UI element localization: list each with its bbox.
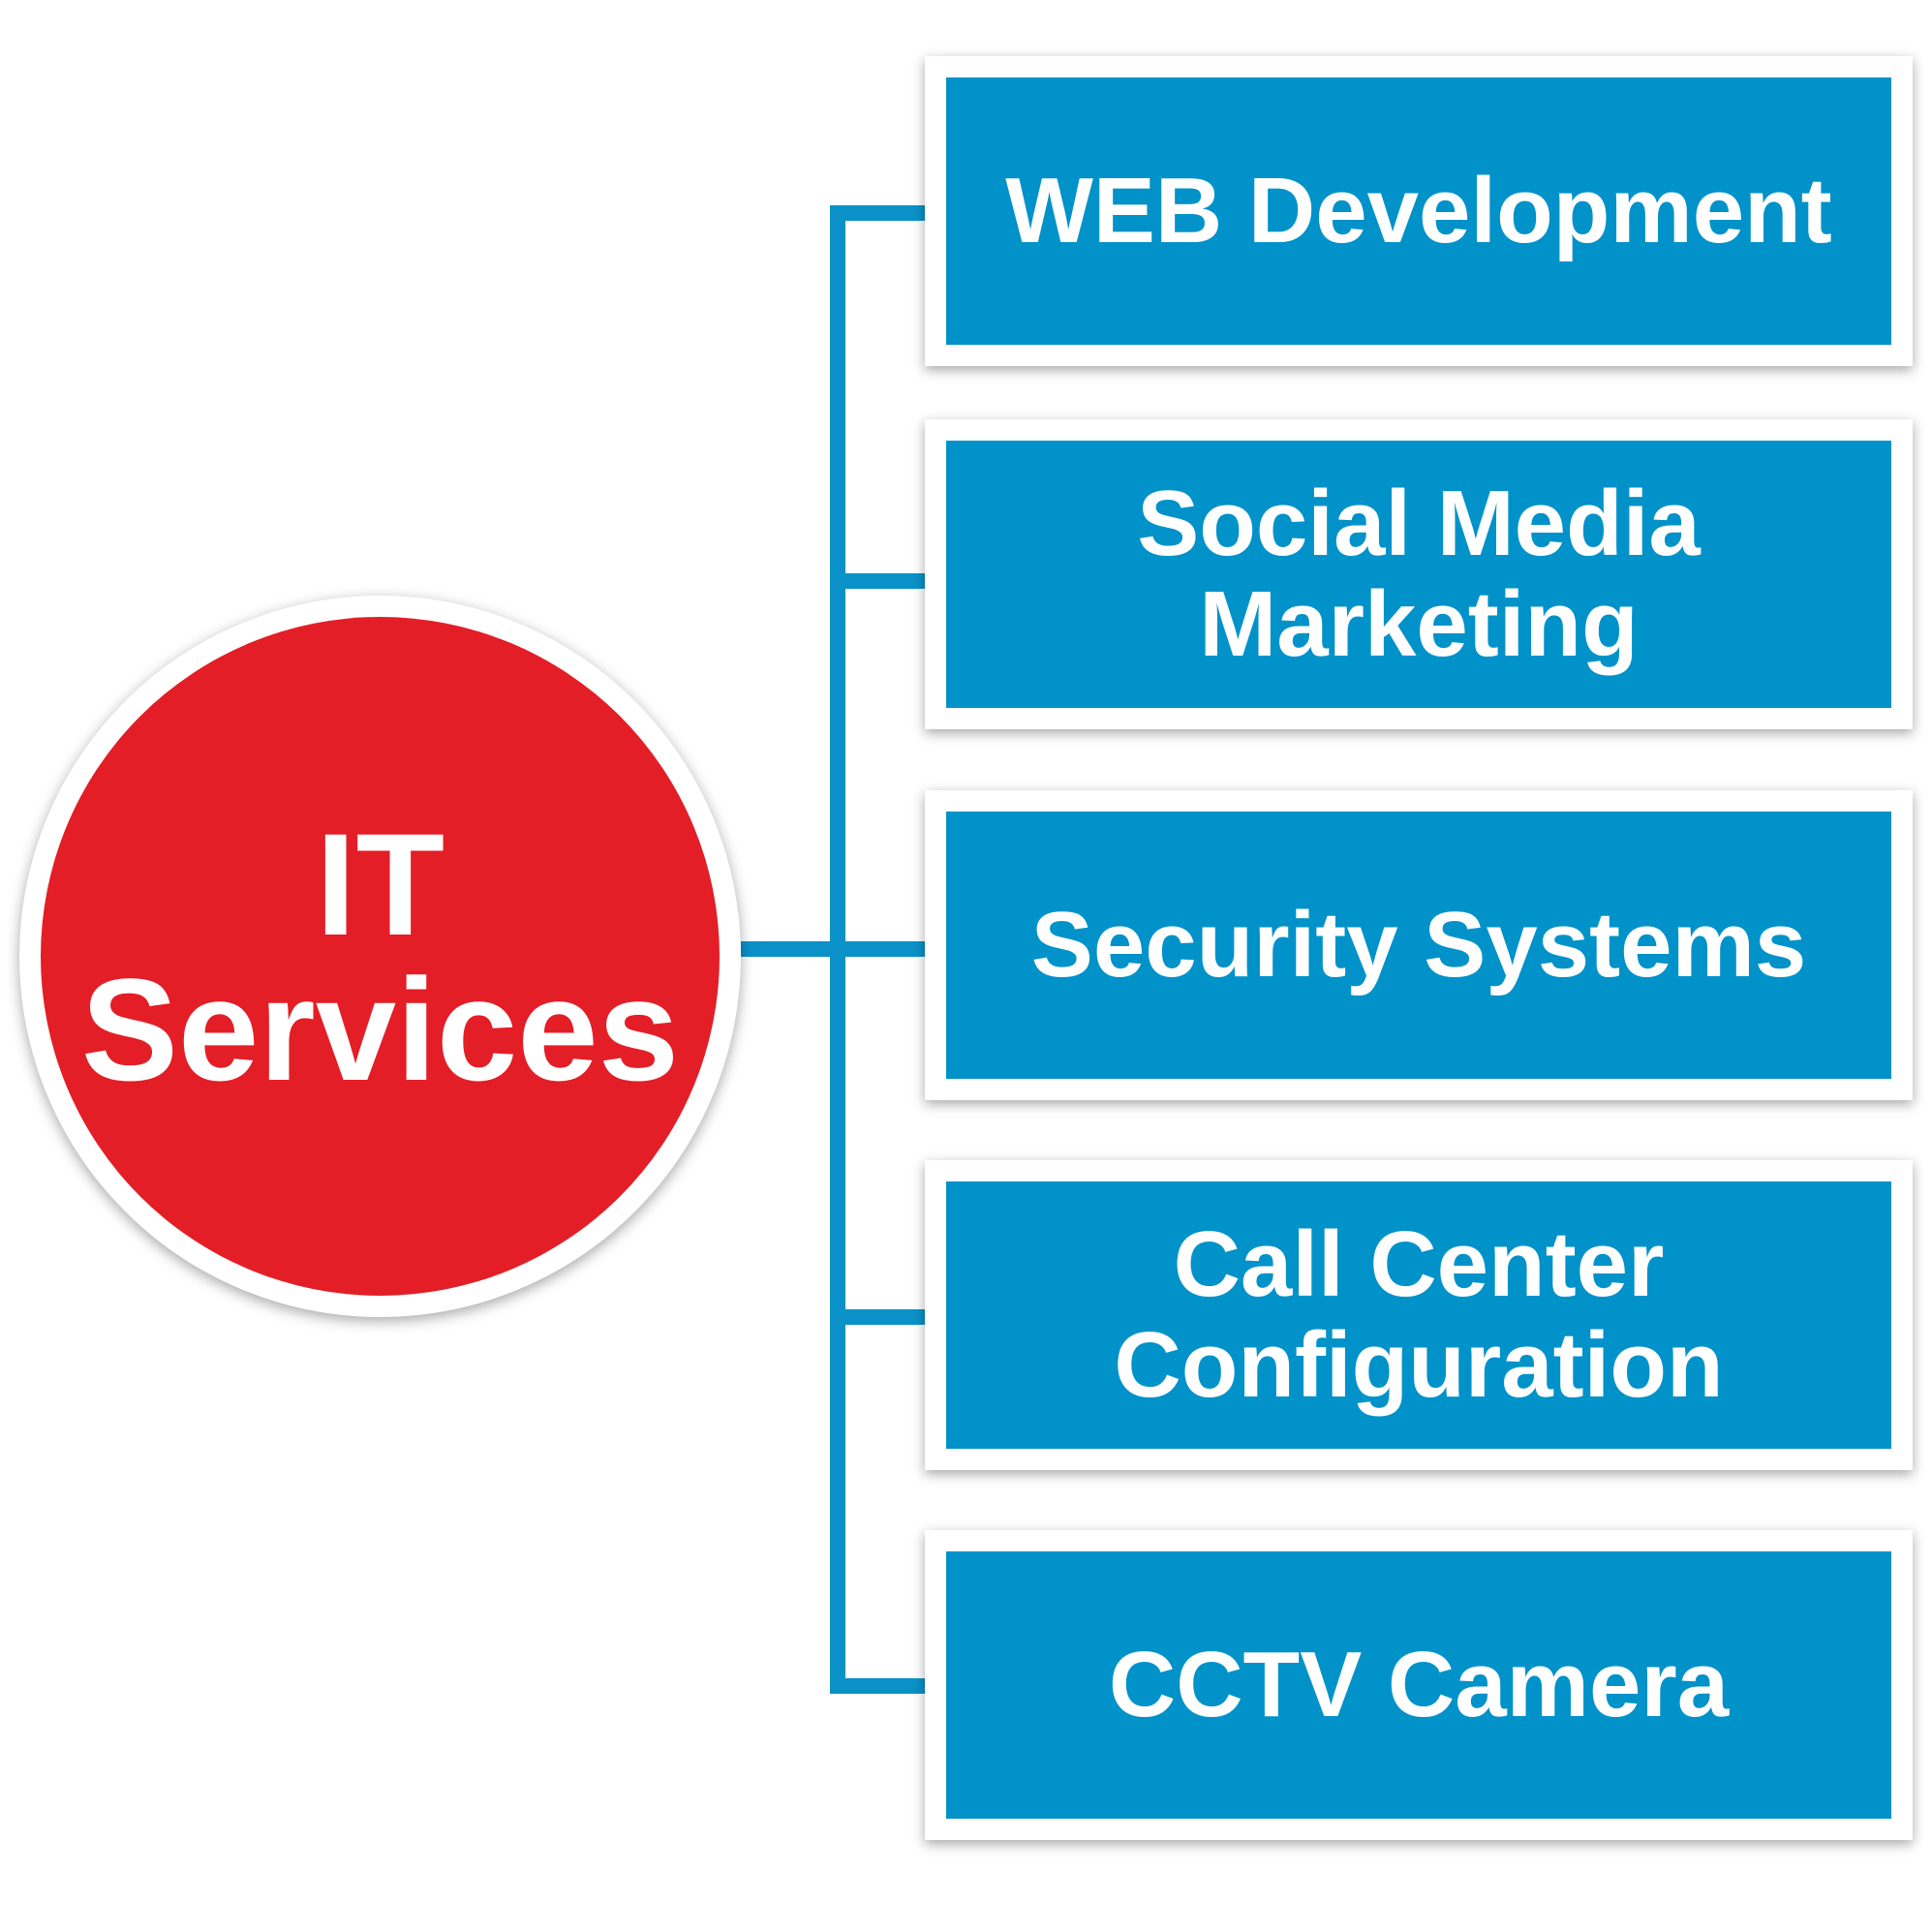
service-box-fill: Call Center Configuration (946, 1181, 1891, 1449)
service-label-line-1: Call Center (1173, 1212, 1665, 1316)
hub-title-line-2: Services (80, 947, 680, 1111)
it-services-hub: IT Services (19, 596, 741, 1317)
service-box-cctv-camera: CCTV Camera (925, 1530, 1913, 1840)
branch-connector-5 (830, 1678, 927, 1694)
service-box-web-development: WEB Development (925, 56, 1913, 366)
service-label: CCTV Camera (1108, 1633, 1730, 1736)
service-label-line-2: Marketing (1199, 572, 1639, 676)
branch-connector-3 (830, 941, 927, 957)
hub-connector (741, 941, 838, 957)
service-box-fill: CCTV Camera (946, 1551, 1891, 1819)
service-box-security-systems: Security Systems (925, 790, 1913, 1100)
branch-connector-2 (830, 573, 927, 589)
branch-connector-4 (830, 1309, 927, 1325)
service-box-call-center-configuration: Call Center Configuration (925, 1160, 1913, 1470)
service-box-fill: Social Media Marketing (946, 441, 1891, 708)
service-box-social-media-marketing: Social Media Marketing (925, 419, 1913, 729)
service-label-line-1: Social Media (1137, 472, 1701, 575)
hub-title-line-1: IT (315, 802, 445, 966)
hub-fill: IT Services (41, 617, 720, 1296)
service-label: Security Systems (1030, 893, 1807, 997)
service-box-fill: Security Systems (946, 812, 1891, 1079)
branch-connector-1 (830, 205, 927, 221)
service-label: WEB Development (1005, 159, 1832, 262)
service-label-line-2: Configuration (1114, 1313, 1724, 1417)
service-box-fill: WEB Development (946, 77, 1891, 345)
